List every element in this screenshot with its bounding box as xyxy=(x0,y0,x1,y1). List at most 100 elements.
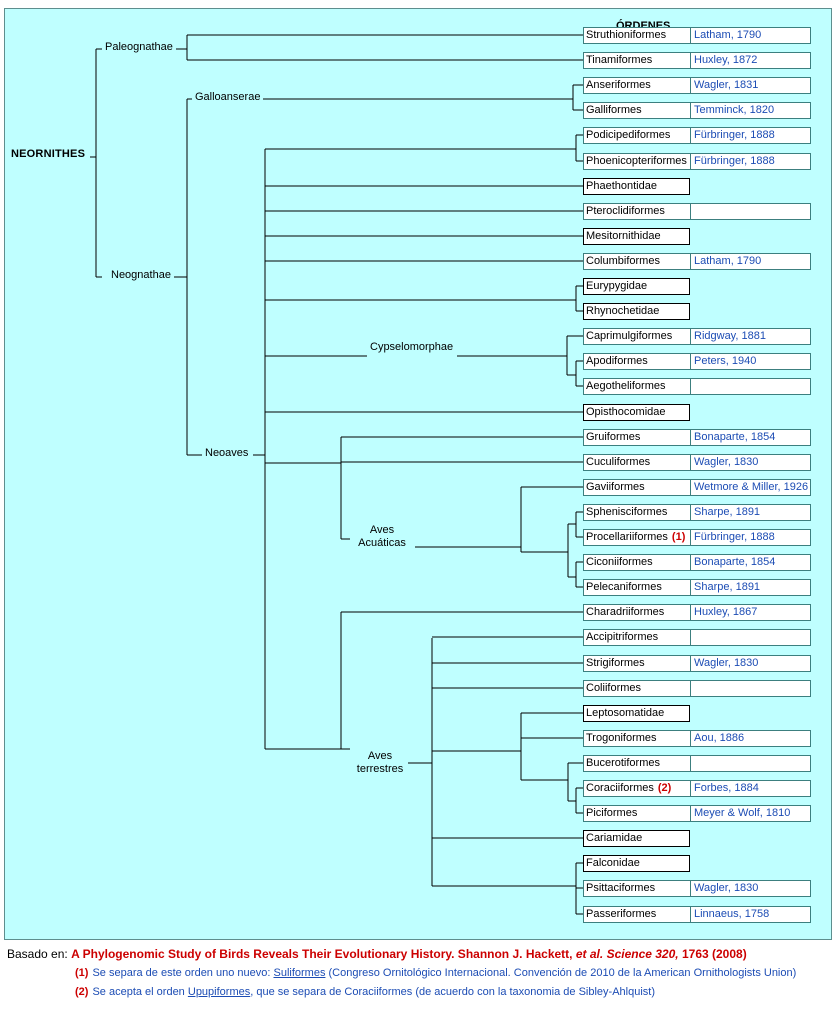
clade-label-aves-acuaticas-line1: Aves xyxy=(369,524,395,536)
order-name-text: Gruiformes xyxy=(586,431,641,443)
order-name-text: Bucerotiformes xyxy=(586,757,660,769)
order-name: Pelecaniformes xyxy=(584,579,691,595)
order-author[interactable]: Huxley, 1867 xyxy=(694,606,758,618)
order-author[interactable]: Forbes, 1884 xyxy=(694,782,759,794)
order-author[interactable]: Latham, 1790 xyxy=(694,29,762,41)
clade-label-paleognathae: Paleognathae xyxy=(102,41,176,54)
order-name: Opisthocomidae xyxy=(584,405,689,420)
order-name: Piciformes xyxy=(584,805,691,821)
order-author[interactable]: Temminck, 1820 xyxy=(694,104,775,116)
order-author[interactable]: Sharpe, 1891 xyxy=(694,581,761,593)
order-author[interactable]: Aou, 1886 xyxy=(694,732,745,744)
order-name: Procellariiformes(1) xyxy=(584,529,691,545)
order-author[interactable]: Wagler, 1831 xyxy=(694,79,759,91)
clade-label-aves-terrestres: Aves terrestres xyxy=(353,750,407,776)
order-author[interactable]: Sharpe, 1891 xyxy=(694,506,761,518)
order-box-coraciiformes: Coraciiformes(2)Forbes, 1884 xyxy=(583,779,811,797)
clade-label-neognathae: Neognathae xyxy=(108,269,174,282)
order-name: Cariamidae xyxy=(584,831,689,846)
order-author[interactable]: Wetmore & Miller, 1926 xyxy=(694,481,809,493)
order-name-text: Eurypygidae xyxy=(586,280,648,292)
order-author[interactable]: Huxley, 1872 xyxy=(694,54,758,66)
order-name-text: Procellariiformes xyxy=(586,531,668,543)
order-name-text: Aegotheliformes xyxy=(586,380,666,392)
order-author[interactable]: Wagler, 1830 xyxy=(694,882,759,894)
order-name-text: Podicipediformes xyxy=(586,129,671,141)
order-author[interactable]: Linnaeus, 1758 xyxy=(694,908,770,920)
footnote-2-link[interactable]: Upupiformes xyxy=(187,986,251,998)
order-name: Trogoniformes xyxy=(584,730,691,746)
footnote-2-text-before: Se acepta el orden xyxy=(92,986,185,998)
order-author[interactable]: Wagler, 1830 xyxy=(694,657,759,669)
order-name: Aegotheliformes xyxy=(584,378,691,394)
clade-label-aves-terrestres-line2: terrestres xyxy=(356,763,404,775)
order-box-podicipediformes: Podicipediformes Fürbringer, 1888 xyxy=(583,126,811,144)
order-name: Cuculiformes xyxy=(584,454,691,470)
order-name-text: Phoenicopteriformes xyxy=(586,155,687,167)
order-name: Gruiformes xyxy=(584,429,691,445)
order-box-cuculiformes: Cuculiformes Wagler, 1830 xyxy=(583,453,811,471)
order-name-text: Rhynochetidae xyxy=(586,305,660,317)
source-citation: Basado en: A Phylogenomic Study of Birds… xyxy=(7,947,747,961)
order-name: Rhynochetidae xyxy=(584,304,689,319)
order-name-text: Pelecaniformes xyxy=(586,581,662,593)
order-name: Mesitornithidae xyxy=(584,229,689,244)
order-box-rhynochetidae: Rhynochetidae xyxy=(583,302,690,320)
order-name-text: Accipitriformes xyxy=(586,631,659,643)
order-author[interactable]: Fürbringer, 1888 xyxy=(694,531,775,543)
footnote-2-text-after: , que se separa de Coraciiformes (de acu… xyxy=(250,986,656,998)
order-author[interactable]: Bonaparte, 1854 xyxy=(694,556,776,568)
order-name-text: Galliformes xyxy=(586,104,642,116)
order-name: Ciconiiformes xyxy=(584,554,691,570)
order-author[interactable]: Ridgway, 1881 xyxy=(694,330,766,342)
order-name: Phoenicopteriformes xyxy=(584,153,691,169)
order-name: Coliiformes xyxy=(584,680,691,696)
order-name-text: Caprimulgiformes xyxy=(586,330,673,342)
order-name-text: Sphenisciformes xyxy=(586,506,668,518)
order-author[interactable]: Latham, 1790 xyxy=(694,255,762,267)
order-name: Falconidae xyxy=(584,856,689,871)
order-author[interactable]: Peters, 1940 xyxy=(694,355,757,367)
order-author[interactable]: Fürbringer, 1888 xyxy=(694,155,775,167)
order-box-cariamidae: Cariamidae xyxy=(583,829,690,847)
order-box-eurypygidae: Eurypygidae xyxy=(583,277,690,295)
order-name: Passeriformes xyxy=(584,906,691,922)
order-box-aegotheliformes: Aegotheliformes xyxy=(583,377,811,395)
order-author[interactable]: Bonaparte, 1854 xyxy=(694,431,776,443)
order-name: Caprimulgiformes xyxy=(584,328,691,344)
order-author[interactable]: Fürbringer, 1888 xyxy=(694,129,775,141)
order-box-gruiformes: Gruiformes Bonaparte, 1854 xyxy=(583,428,811,446)
order-box-phaethontidae: Phaethontidae xyxy=(583,177,690,195)
order-name: Charadriiformes xyxy=(584,604,691,620)
clade-label-aves-terrestres-line1: Aves xyxy=(367,750,393,762)
order-name-text: Opisthocomidae xyxy=(586,406,666,418)
order-name: Strigiformes xyxy=(584,655,691,671)
footnote-1: (1)Se separa de este orden uno nuevo: Su… xyxy=(75,967,796,979)
order-name: Leptosomatidae xyxy=(584,706,689,721)
clade-label-galloanserae: Galloanserae xyxy=(192,91,264,104)
source-etal: et al. xyxy=(575,947,604,961)
order-name-text: Gaviiformes xyxy=(586,481,645,493)
source-reference[interactable]: A Phylogenomic Study of Birds Reveals Th… xyxy=(71,947,747,961)
footnote-1-link[interactable]: Suliformes xyxy=(273,967,326,979)
order-author[interactable]: Meyer & Wolf, 1810 xyxy=(694,807,791,819)
tree-lines xyxy=(90,34,583,915)
order-author[interactable]: Wagler, 1830 xyxy=(694,456,759,468)
order-note-ref[interactable]: (1) xyxy=(671,531,686,543)
order-name: Apodiformes xyxy=(584,353,691,369)
clade-label-aves-acuaticas: Aves Acuáticas xyxy=(355,524,409,550)
order-box-bucerotiformes: Bucerotiformes xyxy=(583,754,811,772)
source-pages: 1763 (2008) xyxy=(681,947,747,961)
order-box-pelecaniformes: Pelecaniformes Sharpe, 1891 xyxy=(583,578,811,596)
order-note-ref[interactable]: (2) xyxy=(657,782,672,794)
order-box-pteroclidiformes: Pteroclidiformes xyxy=(583,202,811,220)
order-name-text: Cuculiformes xyxy=(586,456,651,468)
order-name-text: Strigiformes xyxy=(586,657,645,669)
order-name-text: Piciformes xyxy=(586,807,638,819)
